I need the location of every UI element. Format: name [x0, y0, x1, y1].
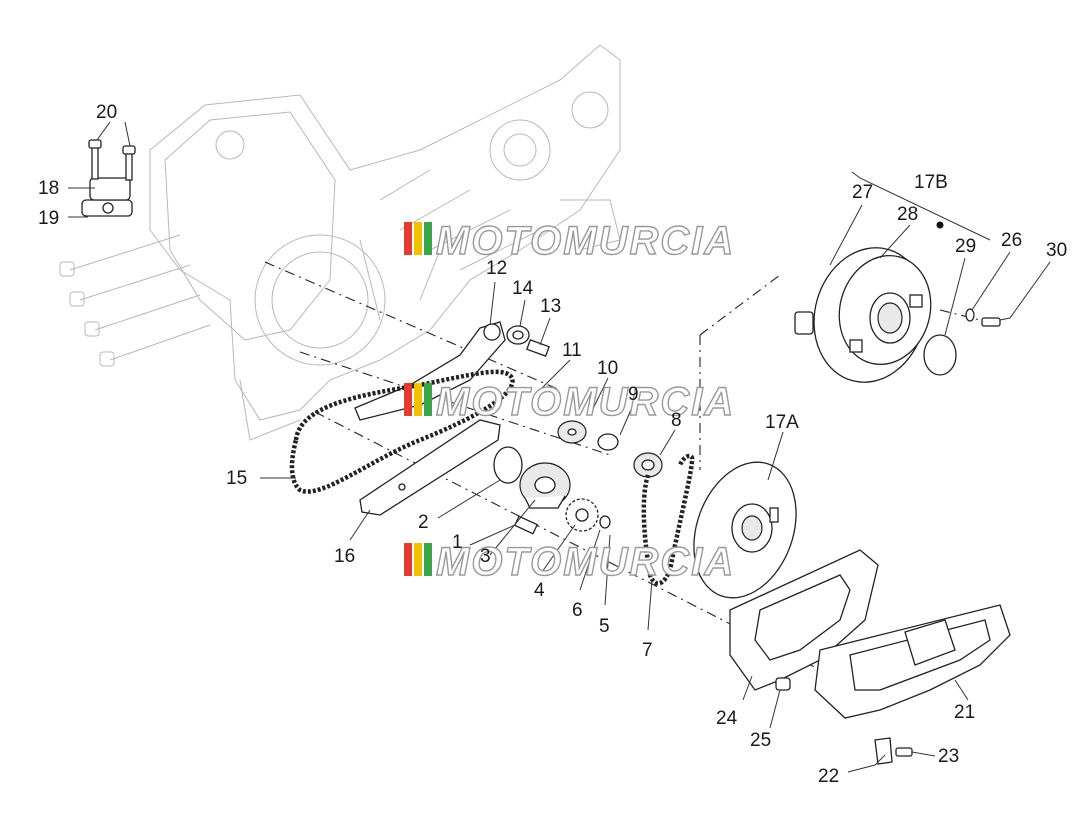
callout-17b: 17B: [914, 172, 948, 193]
part-25-dowel: [775, 677, 791, 691]
part-13-bolt: [526, 339, 550, 357]
callout-6: 6: [572, 600, 583, 621]
callout-labels: 20 18 19 12 14 13 11 10 9 8 15 16 2 1 3 …: [38, 102, 1067, 787]
callout-29: 29: [955, 236, 976, 257]
part-23-bolt: [895, 747, 913, 757]
watermark-text-bottom: MOTOMURCIA: [436, 540, 735, 584]
watermark-stripe: [414, 222, 422, 255]
callout-30: 30: [1046, 240, 1067, 261]
callout-14: 14: [512, 278, 534, 299]
crankcase-outline: [59, 44, 621, 441]
watermark-stripe: [404, 222, 412, 255]
callout-21: 21: [954, 702, 975, 723]
callout-26: 26: [1001, 230, 1022, 251]
callout-4: 4: [534, 580, 545, 601]
callout-13: 13: [540, 296, 561, 317]
part-29-seal: [923, 334, 957, 376]
callout-1: 1: [452, 532, 463, 553]
watermark-bottom: MOTOMURCIA: [404, 539, 735, 585]
part-22-bracket: [874, 737, 893, 765]
callout-8: 8: [671, 410, 682, 431]
watermark-stripe: [404, 543, 412, 576]
callout-7: 7: [642, 640, 653, 661]
callout-9: 9: [628, 384, 639, 405]
callout-10: 10: [597, 358, 618, 379]
callout-18: 18: [38, 178, 59, 199]
callout-5: 5: [599, 616, 610, 637]
watermark-text-top: MOTOMURCIA: [436, 219, 735, 263]
callout-25: 25: [750, 730, 771, 751]
part-17b-cover: [794, 247, 932, 383]
watermark-top: MOTOMURCIA: [404, 218, 735, 264]
part-30-screw: [981, 317, 1001, 327]
part-2-plate: [493, 446, 523, 484]
callout-19: 19: [38, 208, 59, 229]
callout-22: 22: [818, 766, 839, 787]
part-10-washer: [557, 420, 587, 444]
watermark-stripe: [424, 383, 432, 416]
part-tensioner-shoe: [354, 321, 506, 421]
watermark-stripe: [424, 222, 432, 255]
callout-27: 27: [852, 182, 873, 203]
callout-16: 16: [334, 546, 355, 567]
part-28-dot: [936, 221, 944, 229]
callout-11: 11: [562, 340, 582, 361]
callout-24: 24: [716, 708, 738, 729]
part-9-oring: [597, 433, 619, 451]
watermark-stripe: [404, 383, 412, 416]
part-4-gear: [565, 498, 599, 532]
part-8-sprocket: [633, 452, 663, 478]
part-14-bushing: [506, 325, 530, 345]
watermark-middle: MOTOMURCIA: [404, 379, 735, 425]
callout-2: 2: [418, 512, 429, 533]
callout-17a: 17A: [765, 412, 799, 433]
watermark-stripe: [414, 383, 422, 416]
watermark-text-middle: MOTOMURCIA: [436, 380, 735, 424]
part-16-guide: [359, 419, 501, 516]
callout-15: 15: [226, 468, 247, 489]
part-21-sump-cover: [814, 604, 1011, 719]
part-26-washer: [965, 308, 975, 322]
part-1-bolt: [513, 515, 539, 535]
callout-12: 12: [486, 258, 507, 279]
callout-20: 20: [96, 102, 117, 123]
part-15-chain: [289, 369, 515, 494]
leader-lines: [68, 121, 1051, 773]
part-17a-cover: [693, 461, 797, 599]
callout-23: 23: [938, 746, 959, 767]
watermark-stripe: [424, 543, 432, 576]
part-tensioner-block: [81, 139, 136, 217]
watermark-stripe: [414, 543, 422, 576]
part-6-washer: [599, 515, 611, 529]
callout-3: 3: [480, 546, 491, 567]
part-24-gasket: [729, 549, 879, 691]
part-3-pump-body: [519, 462, 571, 509]
callout-28: 28: [897, 204, 918, 225]
part-7-chain: [641, 453, 695, 586]
